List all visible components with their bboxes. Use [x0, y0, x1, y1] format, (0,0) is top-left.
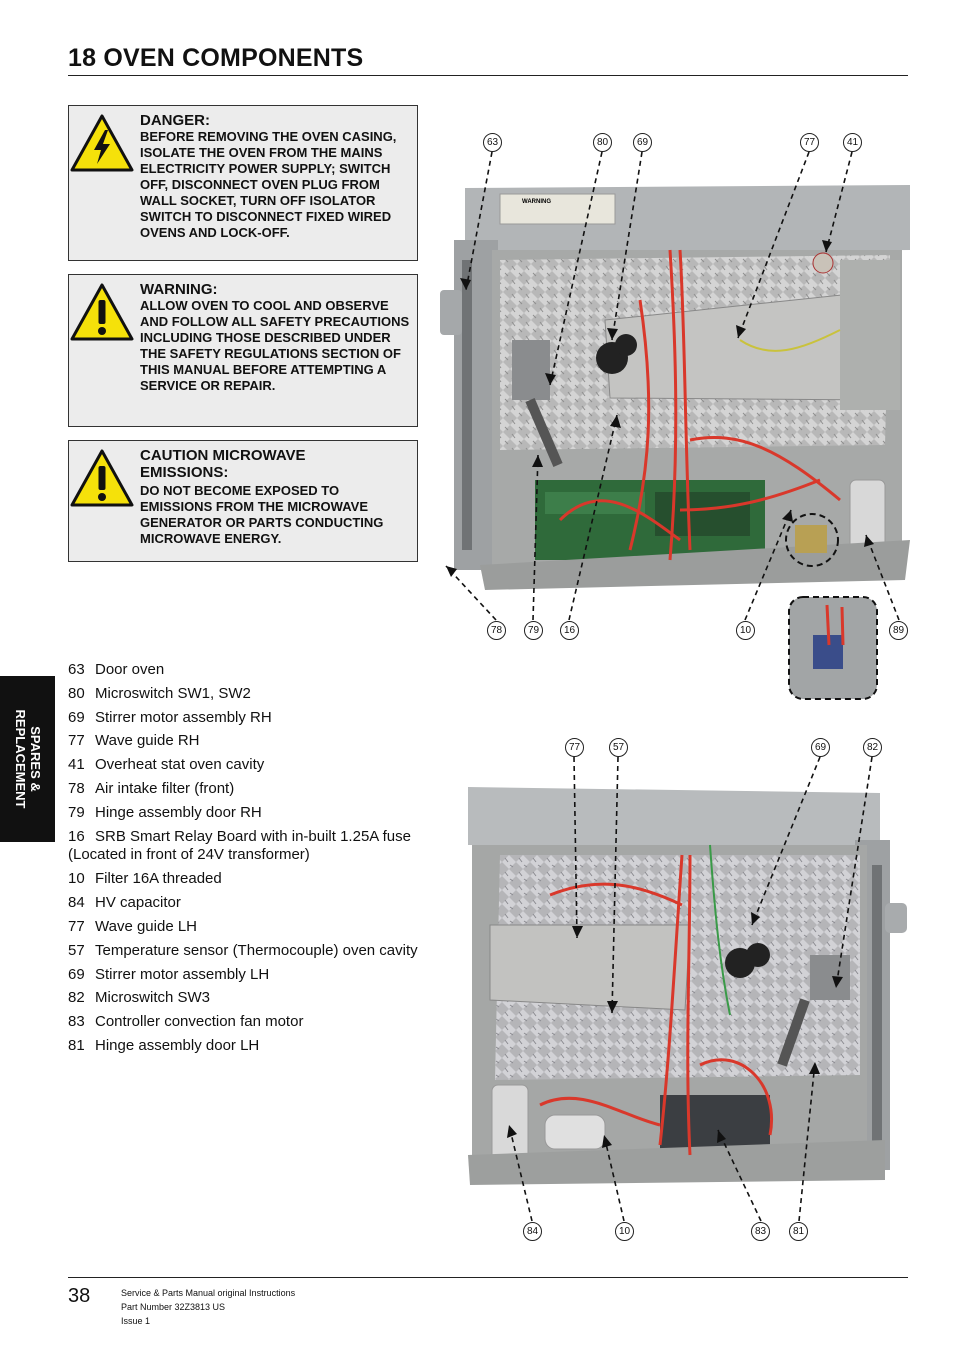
footer-divider — [68, 1277, 908, 1278]
warning-icon — [70, 449, 134, 507]
oven-right-side-photo: WARNING — [440, 185, 910, 590]
caution-text: DO NOT BECOME EXPOSED TO EMISSIONS FROM … — [140, 483, 384, 546]
footer-part-number: Part Number 32Z3813 US — [121, 1302, 226, 1312]
callout-80: 80 — [593, 133, 612, 152]
caution-notice: CAUTION MICROWAVE EMISSIONS: DO NOT BECO… — [68, 440, 418, 562]
callout-77: 77 — [800, 133, 819, 152]
high-voltage-icon — [70, 114, 134, 172]
section-tab: SPARES & REPLACEMENT — [0, 676, 55, 842]
callout-16: 16 — [560, 621, 579, 640]
danger-heading: DANGER: — [140, 112, 210, 129]
warning-label-text: WARNING — [522, 199, 551, 205]
callout-79: 79 — [524, 621, 543, 640]
footer-issue: Issue 1 — [121, 1316, 151, 1326]
oven-left-side-photo — [468, 787, 907, 1185]
callout-10: 10 — [736, 621, 755, 640]
warning-icon — [70, 283, 134, 341]
callout-69: 69 — [633, 133, 652, 152]
callout-57: 57 — [609, 738, 628, 757]
callout-69: 69 — [811, 738, 830, 757]
warning-heading: WARNING: — [140, 281, 218, 298]
callout-89: 89 — [889, 621, 908, 640]
title-divider — [68, 75, 908, 76]
capacitor-inset-photo — [788, 596, 878, 700]
callout-41: 41 — [843, 133, 862, 152]
callout-83: 83 — [751, 1222, 770, 1241]
callout-81: 81 — [789, 1222, 808, 1241]
callout-84: 84 — [523, 1222, 542, 1241]
callout-82: 82 — [863, 738, 882, 757]
page-number: 38 — [68, 1285, 91, 1307]
legend-item-continuation: (Located in front of 24V transformer) — [68, 846, 310, 864]
warning-text: ALLOW OVEN TO COOL AND OBSERVE AND FOLLO… — [140, 298, 410, 393]
footer-manual-title: Service & Parts Manual original Instruct… — [121, 1288, 296, 1298]
page-title: 18 OVEN COMPONENTS — [68, 44, 364, 72]
callout-63: 63 — [483, 133, 502, 152]
callout-78: 78 — [487, 621, 506, 640]
warning-notice: WARNING: ALLOW OVEN TO COOL AND OBSERVE … — [68, 274, 418, 427]
caution-heading: CAUTION MICROWAVE EMISSIONS: — [140, 447, 306, 481]
danger-notice: DANGER: BEFORE REMOVING THE OVEN CASING,… — [68, 105, 418, 261]
callout-77: 77 — [565, 738, 584, 757]
callout-10: 10 — [615, 1222, 634, 1241]
danger-text: BEFORE REMOVING THE OVEN CASING, ISOLATE… — [140, 129, 397, 240]
footer-info: Service & Parts Manual original Instruct… — [121, 1286, 295, 1328]
